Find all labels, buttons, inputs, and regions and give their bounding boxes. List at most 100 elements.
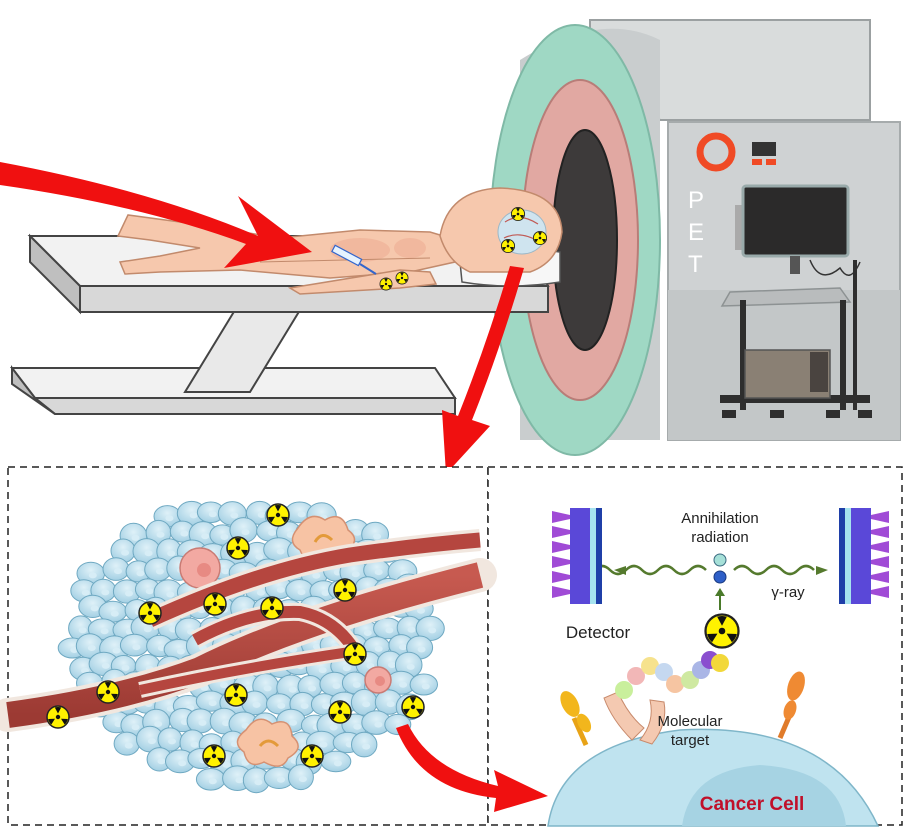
radiation-icon [203, 592, 227, 616]
tissue-cell-nucleus [245, 685, 254, 692]
tissue-cell-nucleus [124, 742, 133, 749]
radiation-icon [96, 680, 120, 704]
tissue-cell-nucleus [147, 738, 156, 745]
tissue-cell-nucleus [318, 667, 327, 674]
tissue-cell-nucleus [220, 682, 228, 689]
tracer-molecule [615, 613, 740, 699]
cancer-cell-nucleus [682, 765, 846, 826]
tissue-cell-nucleus [254, 779, 263, 786]
tissue-cell-nucleus [374, 721, 383, 728]
tissue-cell-nucleus [417, 646, 426, 653]
tissue-cell-nucleus [145, 588, 154, 595]
radiation-icon [401, 695, 425, 719]
tissue-cell-nucleus [276, 548, 285, 555]
tissue-cell-nucleus [154, 721, 163, 727]
zoom-arrow [442, 266, 524, 474]
tissue-cell-nucleus [417, 607, 425, 614]
tissue-cell-nucleus [100, 628, 109, 635]
tissue-cell-nucleus [255, 553, 264, 560]
tissue-cell-nucleus [386, 701, 395, 708]
tissue-cell-nucleus [288, 686, 297, 693]
tissue-cell-nucleus [298, 776, 307, 783]
tissue-cell-nucleus [277, 776, 285, 783]
syringe-icon [331, 244, 377, 275]
radiation-icon [226, 536, 250, 560]
pet-letter-t: T [688, 251, 703, 278]
tissue-cell-nucleus [110, 610, 119, 617]
detector-label: Detector [566, 623, 631, 642]
tissue-cell-nucleus [143, 626, 152, 633]
tissue-cell-nucleus [256, 589, 265, 596]
tissue-cell-nucleus [363, 630, 372, 636]
tissue-cell-nucleus [131, 724, 140, 731]
blood-vessels [0, 529, 497, 732]
tissue-cell-nucleus [208, 700, 217, 707]
tissue-cell-nucleus [208, 511, 217, 518]
tissue-cell-nucleus [406, 663, 415, 670]
tissue-cell-nucleus [362, 743, 371, 750]
gamma-wave-icon [593, 564, 828, 576]
radiation-icon [395, 271, 409, 285]
receptor-right [777, 671, 805, 739]
tissue-cell-nucleus [321, 590, 330, 596]
tissue-cell-nucleus [114, 568, 122, 575]
radiation-icon [379, 277, 393, 291]
tissue-cell-nucleus [190, 741, 199, 748]
tissue-cell-nucleus [201, 533, 210, 540]
tissue-cell-nucleus [353, 529, 362, 536]
tissue-cell-nucleus [399, 681, 408, 688]
tissue-cell-nucleus [189, 512, 198, 519]
tissue-cell-nucleus [388, 662, 396, 668]
tissue-cell-nucleus [112, 647, 121, 654]
radiation-icon [532, 230, 548, 246]
detector-right [839, 508, 889, 604]
radiation-icon [224, 683, 248, 707]
molecular-detail: Cancer Cell [547, 508, 889, 827]
tissue-cell-nucleus [276, 586, 285, 593]
radiation-icon [500, 238, 516, 254]
tissue-cell-nucleus [88, 572, 97, 579]
tissue-cell-nucleus [221, 568, 230, 575]
tissue-cell-nucleus [332, 683, 341, 689]
tissue-cell-nucleus [333, 760, 342, 767]
receptor-left [560, 691, 592, 747]
tissue-cell-nucleus [235, 777, 244, 784]
radiation-icon [510, 206, 526, 222]
tissue-cell-nucleus [87, 645, 96, 651]
radiation-icon [343, 642, 367, 666]
tissue-cell-nucleus [312, 643, 321, 650]
radiation-icon [333, 578, 357, 602]
tissue-cell-nucleus [289, 719, 298, 726]
tissue-cell-nucleus [297, 511, 306, 518]
tissue-cell-nucleus [428, 627, 437, 634]
tissue-cell-nucleus [353, 723, 362, 730]
tissue-cell-nucleus [252, 701, 261, 708]
tissue-cell-nucleus [176, 648, 185, 655]
radiation-icon [300, 744, 324, 768]
tissue-cell-nucleus [421, 683, 430, 690]
tissue-cell-nucleus [101, 589, 110, 596]
radiation-icon [138, 601, 162, 625]
cancer-cell-label: Cancer Cell [700, 794, 805, 815]
molecular-target-receptor [603, 691, 666, 745]
tissue-cell-nucleus [157, 758, 166, 765]
tissue-cell-nucleus [351, 571, 360, 578]
tumor-tissue [0, 500, 497, 794]
scanner-bore [552, 129, 618, 351]
tissue-cell-nucleus [78, 627, 87, 634]
pet-letter-p: P [688, 187, 704, 214]
tissue-cell-nucleus [374, 645, 383, 652]
tissue-cell-nucleus [297, 589, 306, 596]
tissue-cell-nucleus [222, 761, 231, 768]
tissue-cell-nucleus [241, 529, 250, 536]
tissue-cell-nucleus [374, 569, 383, 576]
tissue-cell-nucleus [222, 720, 231, 727]
tissue-cell-nucleus [352, 681, 361, 688]
tissue-cell-nucleus [101, 662, 110, 669]
tissue-cell-nucleus [168, 738, 176, 745]
pet-letter-e: E [688, 219, 704, 246]
scanner-indicator-ring [696, 132, 736, 172]
tissue-cell-nucleus [319, 741, 328, 748]
tissue-to-cell-arrow [396, 724, 548, 812]
